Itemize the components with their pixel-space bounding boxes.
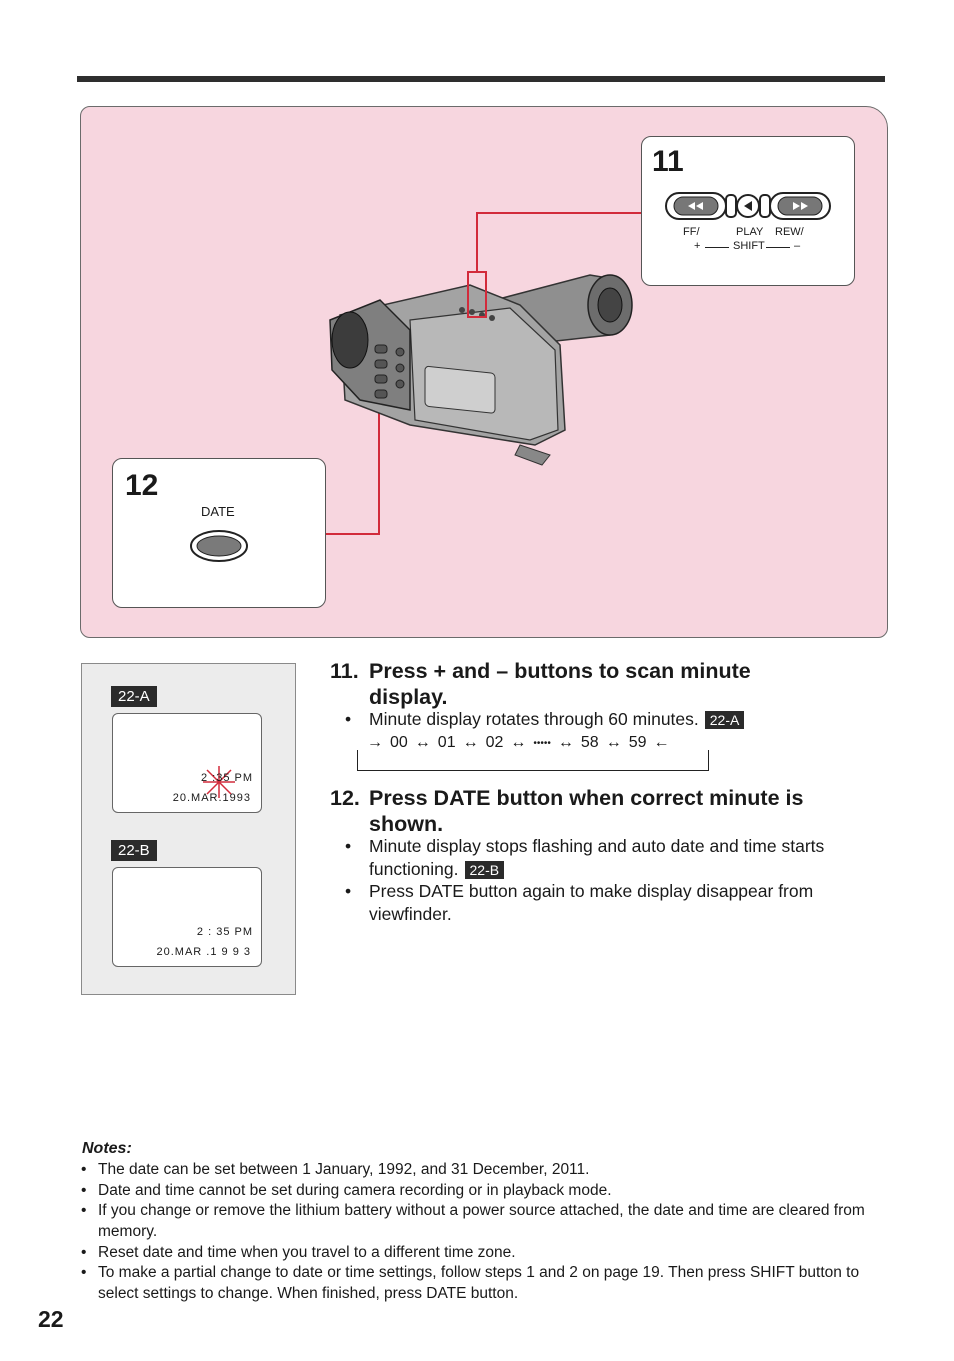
bullet-text: Minute display rotates through 60 minute… <box>369 709 699 729</box>
notes-title: Notes: <box>82 1140 132 1157</box>
cycle-bracket <box>357 750 709 771</box>
cycle-start-arrow: → <box>367 734 383 751</box>
ff-label: FF/ <box>683 226 700 238</box>
step-title: Press DATE button when correct minute is <box>369 786 804 810</box>
step-12-bullet-1: • Minute display stops flashing and auto… <box>345 835 879 881</box>
note-text: If you change or remove the lithium batt… <box>98 1202 865 1240</box>
vf-time-22b: 2 : 35 PM <box>196 926 253 938</box>
note-item: • The date can be set between 1 January, … <box>81 1159 888 1180</box>
callout-number: 11 <box>652 145 684 178</box>
note-item: • Reset date and time when you travel to … <box>81 1242 888 1263</box>
cycle-value: 02 <box>485 734 504 751</box>
cycle-arrow-icon: ↔ <box>557 734 574 751</box>
bullet-text: Minute display stops flashing and auto d… <box>369 836 825 856</box>
step-12-bullet-2: • Press DATE button again to make displa… <box>345 880 879 926</box>
inline-tag-22a: 22-A <box>704 711 745 729</box>
note-text: Reset date and time when you travel to a… <box>98 1244 516 1261</box>
leader-line-12-v <box>378 345 380 535</box>
date-label: DATE <box>201 504 235 519</box>
inline-tag-22b: 22-B <box>464 861 505 879</box>
shift-left-rule <box>705 247 729 248</box>
bullet-text: Press DATE button again to make display … <box>369 881 814 901</box>
step-number: 11. <box>330 659 359 683</box>
bullet-dot: • <box>81 1161 87 1178</box>
figure-tag-22a: 22-A <box>111 686 157 707</box>
flashing-minute-icon <box>203 766 235 798</box>
bullet-dot: • <box>345 836 352 856</box>
vf-date-22a: 20.MAR.1993 <box>172 792 251 804</box>
step-title-cont: shown. <box>369 812 444 836</box>
bullet-dot: • <box>81 1264 87 1281</box>
callout-step-12: 12 DATE <box>112 458 326 608</box>
figure-tag-22b: 22-B <box>111 840 157 861</box>
rew-label: REW/ <box>775 226 804 238</box>
cycle-ellipsis: ••••• <box>533 737 551 749</box>
leader-line-11-v <box>476 212 478 272</box>
cycle-value: 01 <box>437 734 456 751</box>
note-text: The date can be set between 1 January, 1… <box>98 1161 590 1178</box>
note-text: To make a partial change to date or time… <box>98 1264 860 1302</box>
bullet-dot: • <box>81 1244 87 1261</box>
callout-number: 12 <box>125 469 159 502</box>
bullet-text-cont: viewfinder. <box>369 904 452 924</box>
cycle-value: 00 <box>390 734 408 751</box>
vf-date-22b: 20.MAR .1 9 9 3 <box>156 946 251 958</box>
step-11-bullet-1: • Minute display rotates through 60 minu… <box>345 708 869 731</box>
cycle-value: 59 <box>628 734 647 751</box>
step-number: 12. <box>330 786 360 810</box>
bullet-dot: • <box>345 709 352 729</box>
cycle-arrow-icon: ↔ <box>462 734 479 751</box>
note-text: Date and time cannot be set during camer… <box>98 1182 612 1199</box>
bullet-dot: • <box>345 881 352 901</box>
viewfinder-screen-22b: 2 : 35 PM 20.MAR .1 9 9 3 <box>112 867 262 967</box>
leader-line-12-h <box>325 533 380 535</box>
leader-line-11-h <box>476 212 642 214</box>
step-12-heading: 12. Press DATE button when correct minute… <box>330 785 890 837</box>
cycle-arrow-icon: ↔ <box>414 734 431 751</box>
note-item: • To make a partial change to date or tim… <box>81 1262 888 1304</box>
bullet-dot: • <box>81 1182 87 1199</box>
shift-right-rule <box>766 247 790 248</box>
cycle-sequence: → 00 ↔ 01 ↔ 02 ↔ ••••• ↔ 58 ↔ 59 ← <box>367 732 707 754</box>
step-title-cont: display. <box>369 685 448 709</box>
cycle-end-arrow: ← <box>653 734 670 751</box>
minus-label: – <box>794 240 801 252</box>
bullet-dot: • <box>81 1202 87 1219</box>
step-11-heading: 11.Press + and – buttons to scan minute … <box>330 658 870 710</box>
date-button-icon <box>190 530 248 562</box>
cycle-diagram: → 00 ↔ 01 ↔ 02 ↔ ••••• ↔ 58 ↔ 59 ← <box>357 732 709 771</box>
bullet-text-cont: functioning. <box>369 859 459 879</box>
shift-label: SHIFT <box>733 240 765 252</box>
callout-step-11: 11 FF/ PLAY REW/ + SHIFT – <box>641 136 855 286</box>
header-rule <box>77 76 885 82</box>
viewfinder-screen-22a: 2 :35 PM 20.MAR.1993 <box>112 713 262 813</box>
vf-time-22a: 2 :35 PM <box>200 772 253 784</box>
cycle-arrow-icon: ↔ <box>605 734 622 751</box>
note-item: • If you change or remove the lithium bat… <box>81 1200 888 1242</box>
cycle-arrow-icon: ↔ <box>510 734 527 751</box>
camcorder-illustration <box>320 260 640 480</box>
step-title: Press + and – buttons to scan minute <box>369 659 751 683</box>
plus-label: + <box>694 240 701 252</box>
note-item: • Date and time cannot be set during came… <box>81 1180 888 1201</box>
cycle-value: 58 <box>580 734 599 751</box>
ff-play-rew-buttons-icon <box>665 192 831 220</box>
page-number: 22 <box>38 1306 64 1332</box>
play-label: PLAY <box>736 226 764 238</box>
